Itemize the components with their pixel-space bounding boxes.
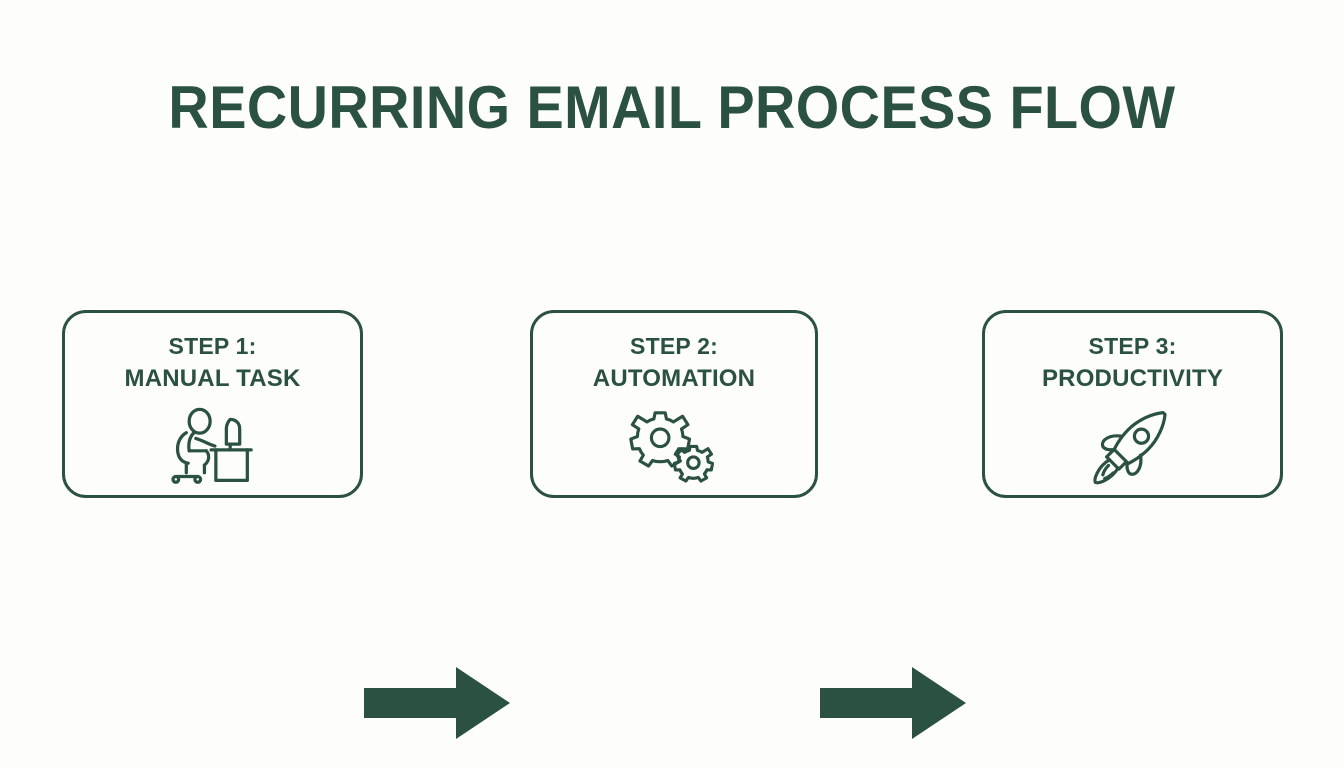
step-card-1[interactable]: STEP 1: MANUAL TASK bbox=[62, 310, 363, 498]
page-title: RECURRING EMAIL PROCESS FLOW bbox=[168, 74, 1176, 141]
step-3-label: PRODUCTIVITY bbox=[1041, 364, 1224, 392]
person-at-desk-icon bbox=[161, 404, 265, 490]
step-card-2[interactable]: STEP 2: AUTOMATION bbox=[530, 310, 818, 498]
step-3-heading: STEP 3: bbox=[1088, 333, 1177, 359]
step-2-heading: STEP 2: bbox=[630, 333, 718, 359]
process-flow-diagram: STEP 1: MANUAL TASK bbox=[0, 310, 1344, 739]
step-card-3[interactable]: STEP 3: PRODUCTIVITY bbox=[982, 310, 1283, 498]
step-2-label: AUTOMATION bbox=[592, 364, 756, 392]
step-1-heading: STEP 1: bbox=[168, 333, 257, 359]
arrow-right-icon-2 bbox=[820, 665, 966, 741]
step-1-label: MANUAL TASK bbox=[124, 364, 301, 392]
rocket-icon bbox=[1081, 404, 1185, 490]
arrow-right-icon-1 bbox=[364, 665, 510, 741]
gears-icon bbox=[622, 404, 726, 490]
